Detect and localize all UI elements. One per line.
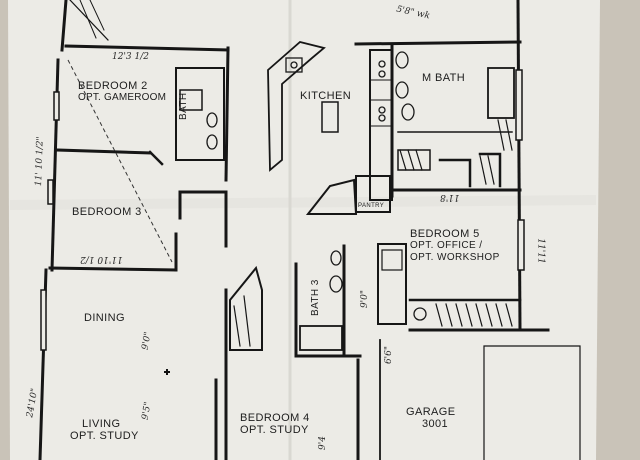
room-label-bedroom-4: BEDROOM 4 — [240, 412, 310, 424]
fixtures — [206, 51, 415, 293]
room-label-bedroom-2: BEDROOM 2 — [78, 80, 148, 92]
room-label-bedroom-3: BEDROOM 3 — [72, 206, 142, 218]
room-label-bath-2: BATH — [178, 92, 189, 120]
dim-misc-3: 6'6" — [384, 345, 395, 365]
dim-bedroom-5: 11'8 — [440, 192, 460, 202]
paper-sheet — [8, 0, 600, 460]
water-heater-icon — [413, 307, 427, 321]
dim-bedroom-4: 9'4 — [317, 436, 328, 450]
room-label-bedroom-4-option: OPT. STUDY — [240, 424, 309, 436]
dim-misc-1: 11'11 — [535, 238, 546, 264]
paper-fold — [10, 195, 596, 210]
room-label-bedroom-2-option: OPT. GAMEROOM — [78, 92, 167, 103]
room-label-kitchen: KITCHEN — [300, 90, 352, 102]
room-label-pantry: PANTRY — [358, 203, 385, 209]
room-label-bedroom-5-option-2: OPT. WORKSHOP — [410, 252, 500, 263]
room-label-living: LIVING — [82, 418, 121, 430]
room-label-bath-3: BATH 3 — [310, 279, 321, 316]
room-label-garage-number: 3001 — [422, 418, 449, 430]
dim-bedroom-3-depth: 11'10 1/2 — [80, 254, 123, 264]
room-label-bedroom-5-option-1: OPT. OFFICE / — [410, 240, 483, 251]
ceiling-vault-line — [67, 59, 173, 263]
dim-bedroom-2-width: 12'3 1/2 — [112, 52, 149, 62]
room-label-living-option: OPT. STUDY — [70, 430, 139, 442]
light-fixture-icon — [164, 369, 170, 375]
walls — [38, 0, 581, 460]
dim-misc-2: 9'0" — [360, 289, 371, 309]
room-label-master-bath: M BATH — [422, 72, 466, 84]
room-label-bedroom-5: BEDROOM 5 — [410, 228, 480, 240]
room-label-dining: DINING — [84, 312, 125, 324]
room-label-garage: GARAGE — [406, 406, 456, 418]
dim-bedroom-3-side: 11' 10 1/2" — [34, 136, 46, 187]
